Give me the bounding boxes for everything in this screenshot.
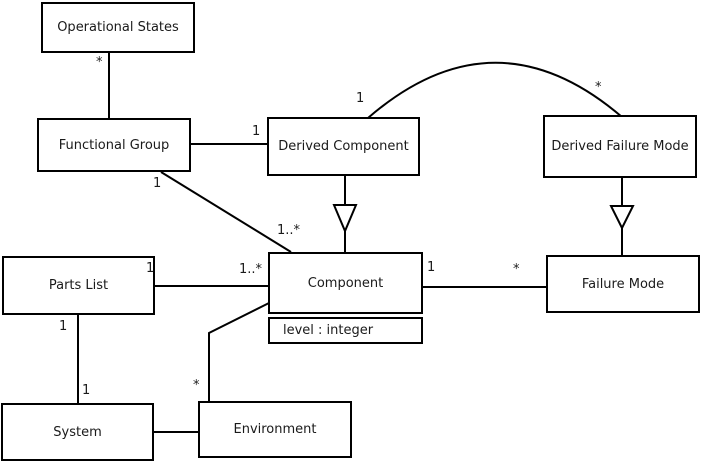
class-name-label: Operational States — [57, 20, 179, 35]
multiplicity-parts-list-bottom-end: 1 — [59, 319, 68, 334]
multiplicity-component-end: 1..* — [277, 223, 301, 238]
class-system: System — [1, 403, 154, 461]
class-name-label: Functional Group — [58, 137, 170, 153]
class-name-label: Component — [307, 275, 384, 291]
class-operational-states: Operational States — [41, 2, 195, 53]
class-component-attribute-compartment: level : integer — [268, 317, 423, 344]
class-attribute-label: level : integer — [283, 323, 374, 338]
multiplicity-parts-list-end: 1 — [146, 261, 155, 276]
multiplicity-derived-component-end: 1 — [252, 124, 261, 139]
class-failure-mode: Failure Mode — [546, 255, 700, 313]
multiplicity-environment-end: * — [193, 378, 200, 393]
multiplicity-component-right-end: 1 — [427, 260, 436, 275]
generalization-derived-component-component — [332, 176, 358, 252]
multiplicity-component-left-end: 1..* — [239, 262, 263, 277]
class-name-label: Parts List — [48, 278, 109, 293]
class-name-label: Failure Mode — [581, 276, 665, 292]
multiplicity-failure-mode-end: * — [513, 262, 520, 277]
multiplicity-operational-states-end: * — [96, 55, 103, 70]
generalization-triangle-icon — [332, 204, 358, 234]
class-functional-group: Functional Group — [37, 118, 191, 172]
multiplicity-arc-derived-component-end: 1 — [356, 91, 365, 106]
class-component-name-compartment: Component — [268, 252, 423, 314]
class-parts-list: Parts List — [2, 256, 155, 315]
class-name-label: Environment — [233, 422, 317, 437]
multiplicity-system-end: 1 — [82, 383, 91, 398]
class-derived-component: Derived Component — [267, 117, 420, 176]
class-name-label: System — [53, 424, 102, 440]
class-name-label: Derived Failure Mode — [551, 139, 689, 154]
class-name-label: Derived Component — [278, 139, 409, 154]
class-environment: Environment — [198, 401, 352, 458]
class-derived-failure-mode: Derived Failure Mode — [543, 115, 697, 178]
generalization-triangle-icon — [609, 205, 635, 231]
generalization-derived-failure-mode-failure-mode — [609, 178, 635, 255]
edge-component-environment — [208, 302, 270, 401]
multiplicity-functional-group-end: 1 — [153, 176, 162, 191]
edge-functional-group-component — [160, 171, 292, 253]
multiplicity-arc-derived-failure-mode-end: * — [595, 80, 602, 95]
edge-derived-component-derived-failure-mode-arc — [367, 61, 623, 119]
